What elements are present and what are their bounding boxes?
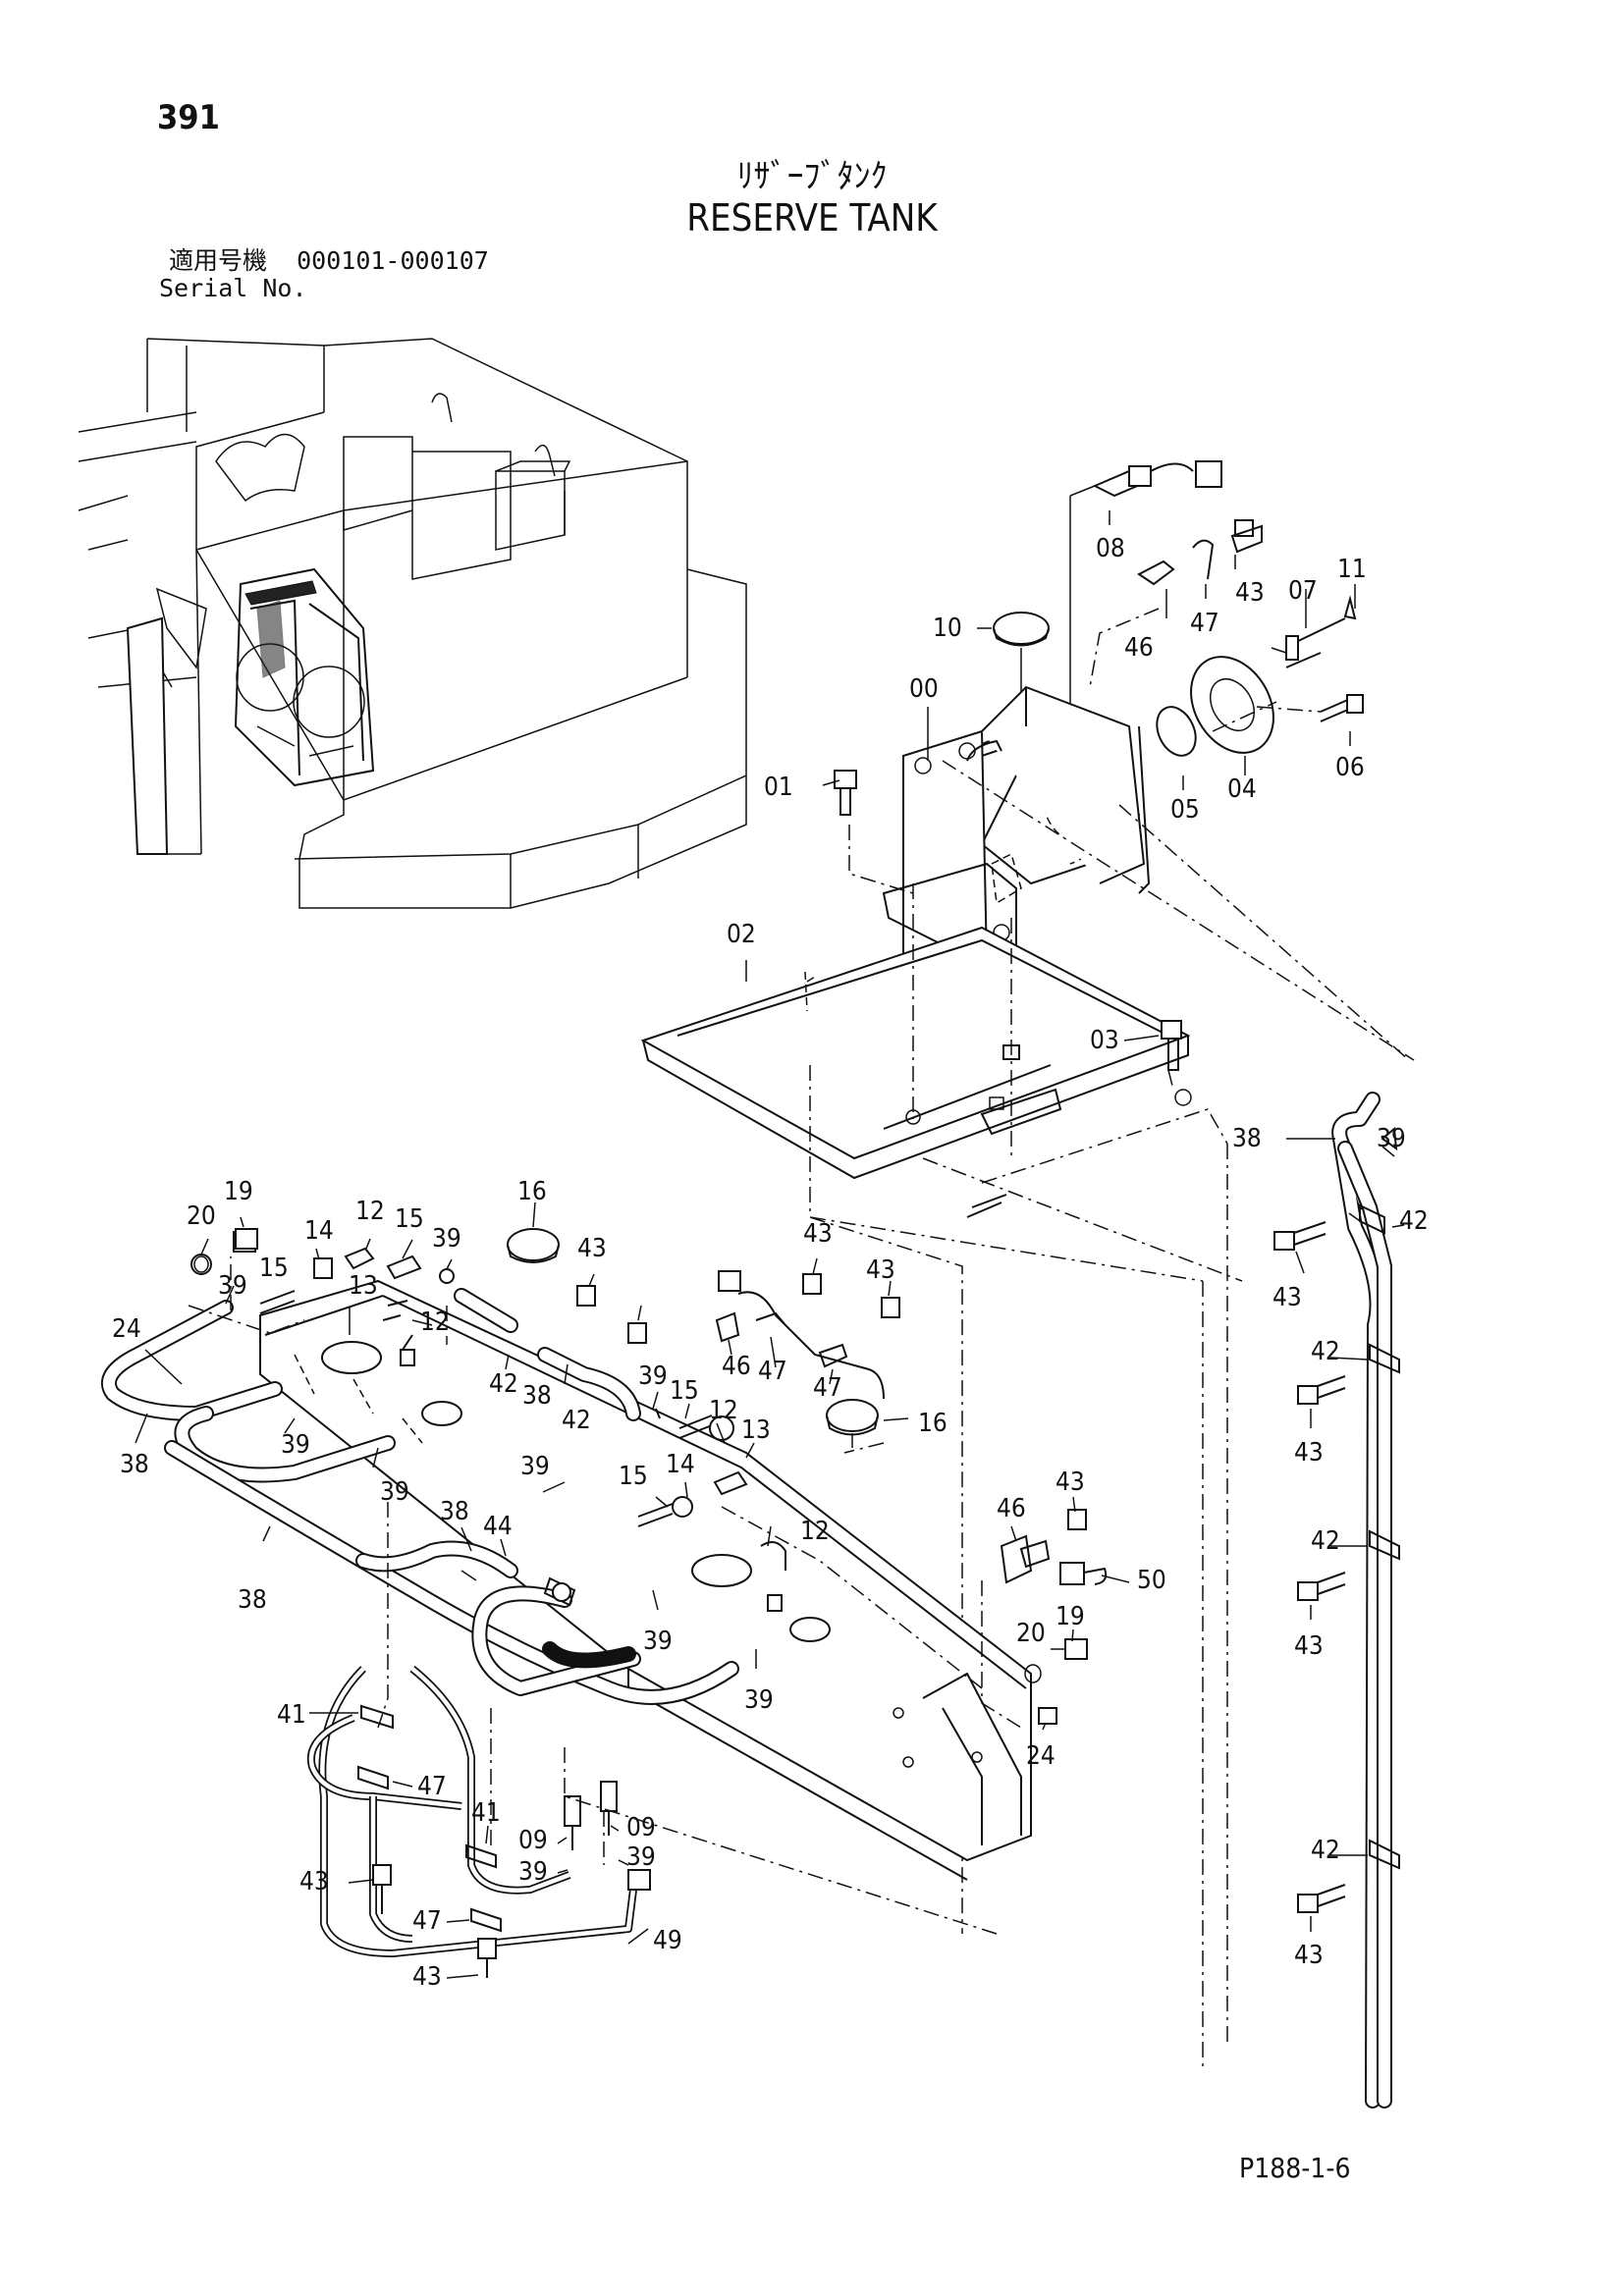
callout-15: 15 (259, 1254, 289, 1283)
callout-19: 19 (1056, 1602, 1085, 1631)
callout-39: 39 (626, 1842, 656, 1872)
callout-24: 24 (1026, 1741, 1056, 1771)
callout-39: 39 (643, 1627, 673, 1656)
callout-04: 04 (1227, 774, 1257, 804)
callout-24: 24 (112, 1314, 141, 1344)
callout-labels: 08 43 46 47 07 11 10 00 04 05 06 01 02 0… (112, 534, 1429, 1992)
callout-15: 15 (619, 1462, 648, 1491)
callout-46: 46 (722, 1352, 751, 1381)
reserve-tank-upper (640, 460, 1415, 2066)
callout-39: 39 (218, 1271, 247, 1301)
callout-39: 39 (281, 1430, 310, 1460)
callout-10: 10 (933, 614, 962, 643)
callout-42: 42 (1311, 1337, 1340, 1366)
callout-12: 12 (800, 1517, 830, 1546)
callout-43: 43 (577, 1234, 607, 1263)
page-reference: P188-1-6 (1239, 2152, 1351, 2184)
lower-radiator-assembly (100, 1228, 1108, 1978)
callout-43: 43 (1235, 578, 1265, 608)
callout-42: 42 (1311, 1526, 1340, 1556)
callout-15: 15 (670, 1376, 699, 1406)
callout-13: 13 (349, 1271, 378, 1301)
callout-42: 42 (1311, 1836, 1340, 1865)
callout-03: 03 (1090, 1026, 1119, 1055)
callout-15: 15 (395, 1204, 424, 1234)
callout-08: 08 (1096, 534, 1125, 563)
callout-11: 11 (1337, 555, 1367, 584)
callout-12: 12 (355, 1197, 385, 1226)
callout-07: 07 (1288, 576, 1318, 606)
callout-38: 38 (120, 1450, 149, 1479)
callout-43: 43 (803, 1219, 833, 1249)
callout-12: 12 (709, 1396, 738, 1425)
callout-09: 09 (626, 1813, 656, 1842)
callout-46: 46 (1124, 633, 1154, 663)
callout-39: 39 (432, 1224, 461, 1254)
callout-05: 05 (1170, 795, 1200, 825)
callout-50: 50 (1137, 1566, 1166, 1595)
page-title: RESERVE TANK (686, 196, 938, 240)
callout-39: 39 (744, 1685, 774, 1715)
callout-38: 38 (1232, 1124, 1262, 1153)
callout-42: 42 (562, 1406, 591, 1435)
callout-42: 42 (489, 1369, 518, 1399)
callout-16: 16 (918, 1409, 947, 1438)
callout-12: 12 (420, 1308, 450, 1337)
callout-44: 44 (483, 1512, 513, 1541)
serial-info: 適用号機 000101-000107 Serial No. (159, 246, 489, 302)
callout-20: 20 (187, 1201, 216, 1231)
callout-39: 39 (520, 1452, 550, 1481)
callout-00: 00 (909, 674, 939, 704)
callout-38: 38 (238, 1585, 267, 1615)
serial-label-jp: 適用号機 (169, 246, 268, 275)
callout-47: 47 (758, 1357, 787, 1386)
callout-14: 14 (304, 1216, 334, 1246)
right-pipe-assembly (1273, 1092, 1400, 2109)
serial-label-en: Serial No. (159, 274, 307, 302)
machine-context (78, 338, 747, 909)
callout-38: 38 (440, 1497, 469, 1526)
callout-39: 39 (518, 1857, 548, 1887)
callout-43: 43 (412, 1962, 442, 1992)
callout-14: 14 (666, 1450, 695, 1479)
callout-47: 47 (412, 1906, 442, 1936)
callout-20: 20 (1016, 1619, 1046, 1648)
callout-38: 38 (522, 1381, 552, 1411)
serial-range: 000101-000107 (297, 246, 489, 275)
callout-42: 42 (1399, 1206, 1429, 1236)
callout-16: 16 (517, 1177, 547, 1206)
callout-13: 13 (741, 1415, 771, 1445)
callout-46: 46 (997, 1494, 1026, 1523)
callout-49: 49 (653, 1926, 682, 1955)
callout-39: 39 (638, 1362, 668, 1391)
callout-47: 47 (813, 1373, 842, 1403)
callout-43: 43 (1056, 1468, 1085, 1497)
callout-43: 43 (1294, 1941, 1324, 1970)
callout-43: 43 (299, 1867, 329, 1896)
callout-06: 06 (1335, 753, 1365, 782)
title-japanese: ﾘｻﾞｰﾌﾞﾀﾝｸ (736, 157, 888, 196)
callout-09: 09 (518, 1826, 548, 1855)
callout-leaders (135, 510, 1405, 1979)
callout-41: 41 (277, 1700, 306, 1730)
callout-43: 43 (1294, 1438, 1324, 1468)
callout-19: 19 (224, 1177, 253, 1206)
page-number: 391 (157, 98, 220, 137)
callout-43: 43 (1272, 1283, 1302, 1312)
callout-43: 43 (866, 1255, 895, 1285)
callout-39: 39 (380, 1477, 409, 1507)
callout-47: 47 (1190, 609, 1219, 638)
callout-43: 43 (1294, 1631, 1324, 1661)
callout-47: 47 (417, 1772, 447, 1801)
callout-41: 41 (471, 1798, 501, 1828)
callout-02: 02 (727, 920, 756, 949)
callout-39: 39 (1377, 1124, 1406, 1153)
callout-01: 01 (764, 773, 793, 802)
